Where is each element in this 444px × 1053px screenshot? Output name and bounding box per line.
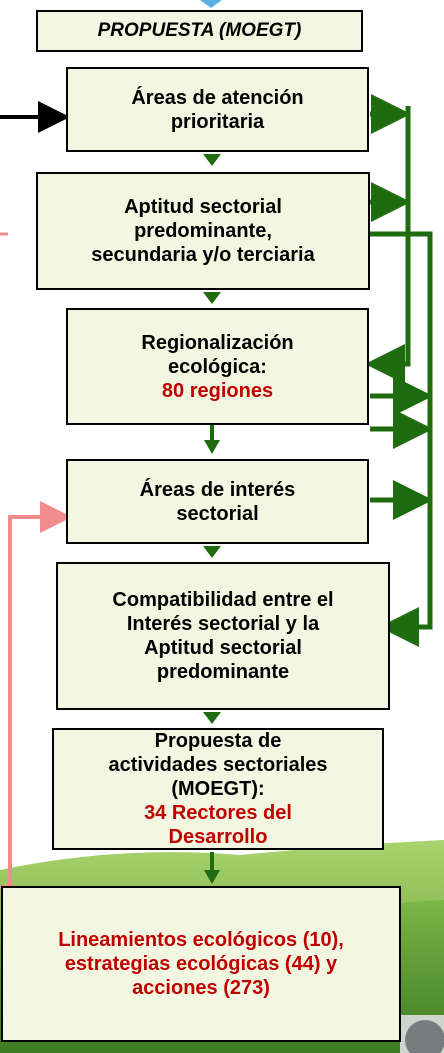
priority-line-2: prioritaria (170, 110, 265, 133)
box-proposal-title: PROPUESTA (MOEGT) (97, 20, 302, 41)
activities-line-3: (MOEGT): (171, 778, 265, 800)
interest-line-2: sectorial (176, 502, 259, 525)
compatibility-line-4: predominante (156, 661, 290, 683)
regionalization-line-2: ecológica: (168, 355, 267, 378)
aptitude-line-2: predominante, (134, 220, 272, 242)
interest-line-1: Áreas de interés (139, 478, 296, 501)
box-activities-proposal: Propuesta de actividades sectoriales (MO… (52, 728, 384, 850)
compatibility-line-3: Aptitud sectorial (144, 637, 302, 659)
guidelines-line-2: estrategias ecológicas (44) y (64, 953, 338, 975)
guidelines-line-3: acciones (273) (132, 977, 270, 999)
box-compatibility: Compatibilidad entre el Interés sectoria… (56, 562, 390, 710)
priority-line-1: Áreas de atención (131, 86, 304, 109)
box-sector-aptitude: Aptitud sectorial predominante, secundar… (36, 172, 370, 290)
activities-line-1: Propuesta de (154, 730, 282, 752)
regionalization-line-1: Regionalización (141, 331, 294, 354)
compatibility-line-2: Interés sectorial y la (126, 613, 320, 635)
regionalization-highlight: 80 regiones (161, 379, 274, 402)
box-regionalization: Regionalización ecológica: 80 regiones (66, 308, 369, 425)
compatibility-line-1: Compatibilidad entre el (112, 589, 334, 611)
box-proposal: PROPUESTA (MOEGT) (36, 10, 363, 52)
activities-highlight-2: Desarrollo (168, 826, 268, 848)
guidelines-line-1: Lineamientos ecológicos (10), (58, 929, 344, 951)
box-guidelines: Lineamientos ecológicos (10), estrategia… (1, 886, 401, 1042)
aptitude-line-1: Aptitud sectorial (124, 196, 282, 218)
box-priority-areas: Áreas de atención prioritaria (66, 67, 369, 152)
road-sign (405, 1020, 444, 1053)
activities-line-2: actividades sectoriales (108, 754, 328, 776)
box-interest-areas: Áreas de interés sectorial (66, 459, 369, 544)
activities-highlight-1: 34 Rectores del (144, 802, 292, 824)
aptitude-line-3: secundaria y/o terciaria (91, 244, 315, 266)
